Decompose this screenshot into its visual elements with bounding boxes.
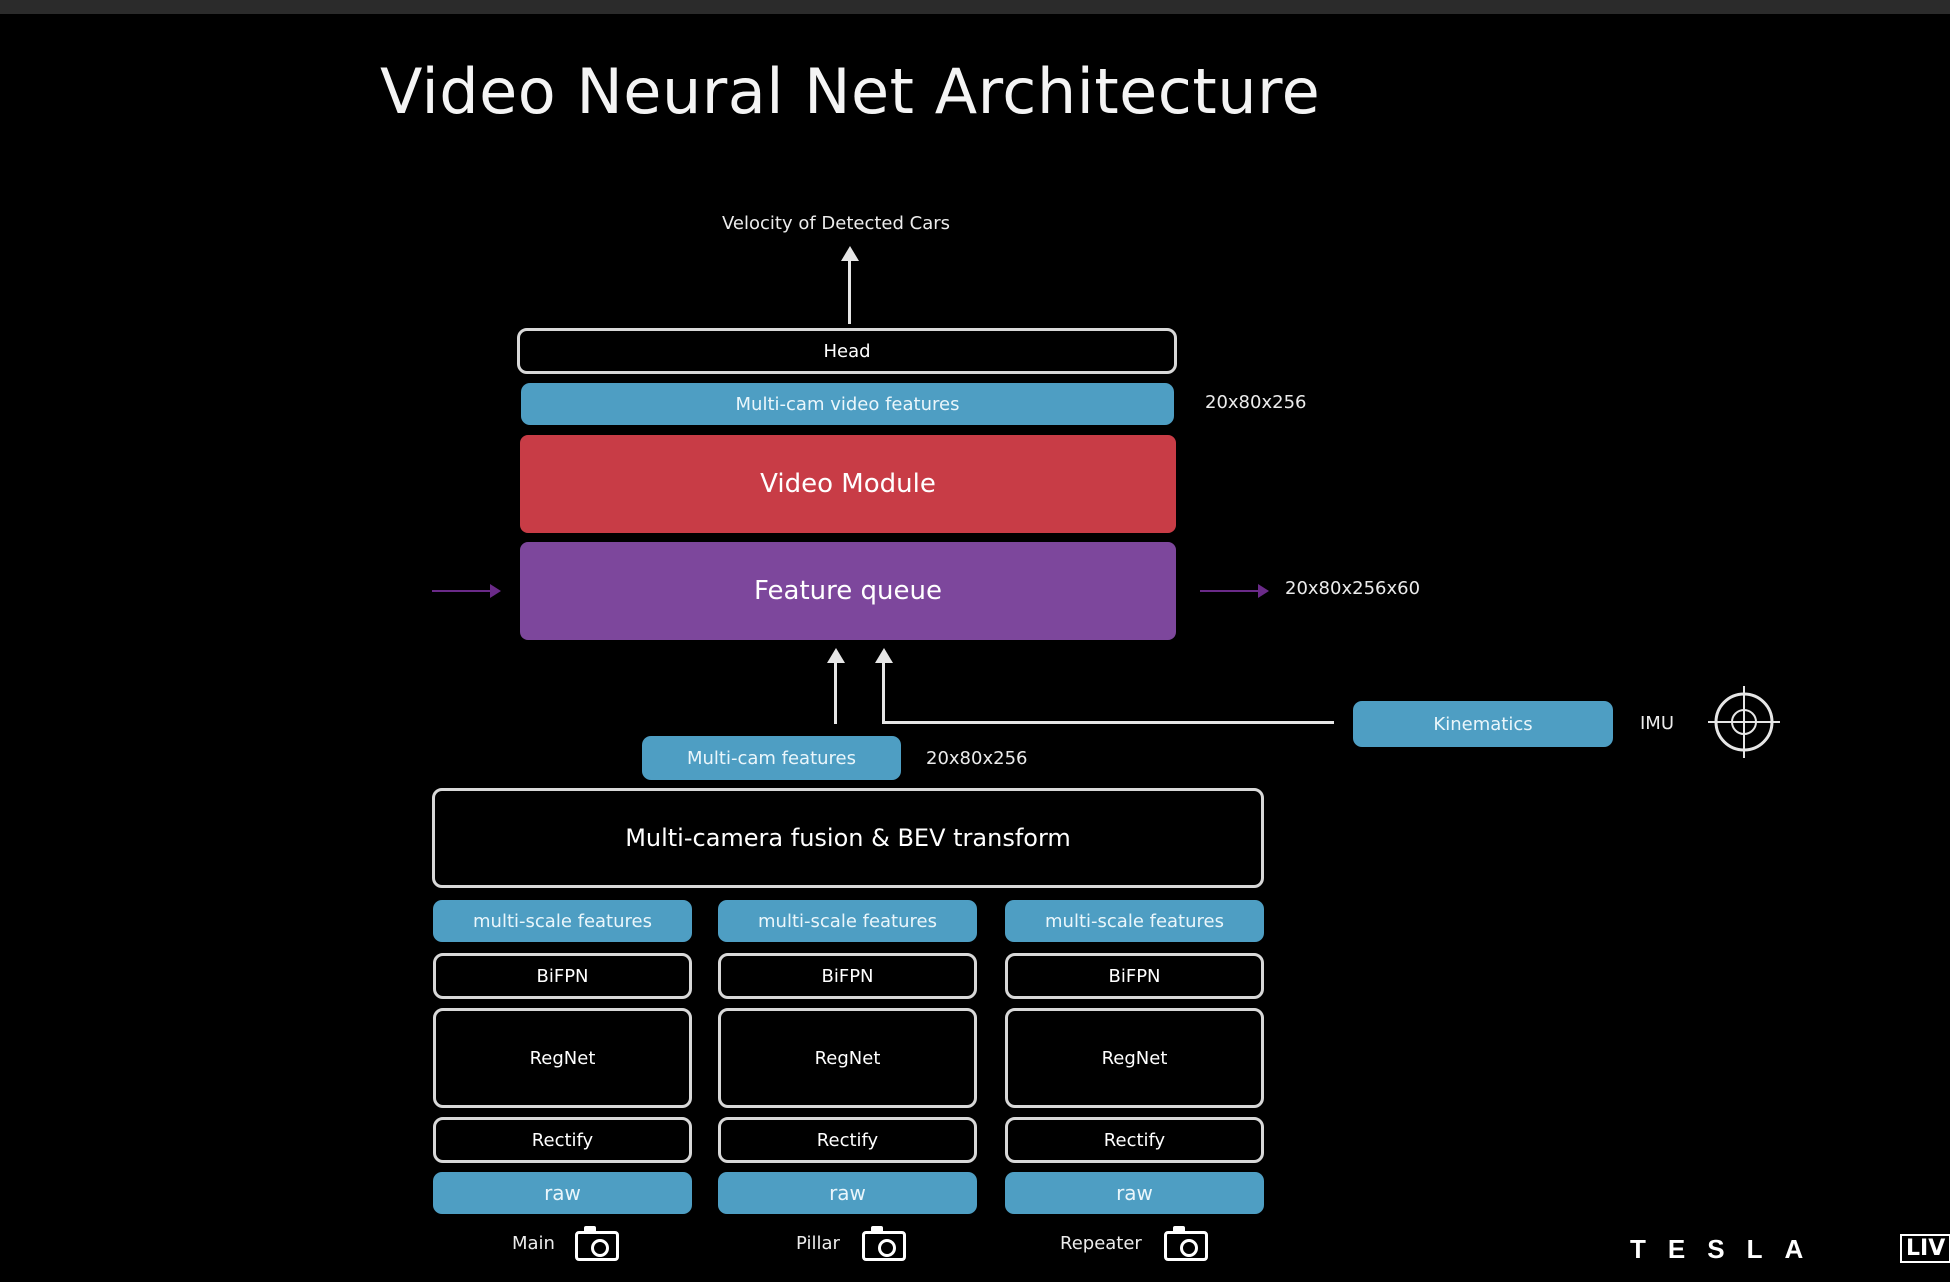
regnet-main: RegNet: [433, 1008, 692, 1108]
rectify-pillar: Rectify: [718, 1117, 977, 1163]
kinematics-connector: [882, 721, 1334, 724]
camera-icon: [1164, 1226, 1208, 1261]
queue-out-arrow-head: [1258, 584, 1269, 598]
output-arrow-shaft: [848, 258, 851, 324]
feature-queue-box: Feature queue: [520, 542, 1176, 640]
multicam-video-features-box: Multi-cam video features: [521, 383, 1174, 425]
live-badge: LIV: [1900, 1234, 1950, 1263]
bifpn-pillar: BiFPN: [718, 953, 977, 999]
queue-out-arrow: [1200, 590, 1262, 592]
features-to-queue-arrow: [834, 660, 837, 724]
page-title: Video Neural Net Architecture: [380, 55, 1321, 128]
kinematics-to-queue-arrow: [882, 660, 885, 724]
tesla-logo: TESLA: [1630, 1234, 1826, 1264]
bifpn-repeater: BiFPN: [1005, 953, 1264, 999]
multiscale-features-pillar: multi-scale features: [718, 900, 977, 942]
output-arrow-head: [841, 246, 859, 261]
camera-label-repeater: Repeater: [1060, 1233, 1142, 1254]
multiscale-features-main: multi-scale features: [433, 900, 692, 942]
kinematics-box: Kinematics: [1353, 701, 1613, 747]
raw-pillar: raw: [718, 1172, 977, 1214]
crosshair-icon: [1708, 686, 1780, 758]
queue-in-arrow-head: [490, 584, 501, 598]
regnet-pillar: RegNet: [718, 1008, 977, 1108]
output-label: Velocity of Detected Cars: [722, 213, 951, 234]
camera-label-main: Main: [512, 1233, 555, 1254]
features-to-queue-arrow-head: [827, 648, 845, 663]
camera-icon: [862, 1226, 906, 1261]
imu-label: IMU: [1640, 713, 1675, 734]
camera-icon: [575, 1226, 619, 1261]
multicam-features-box: Multi-cam features: [642, 736, 901, 780]
fusion-box: Multi-camera fusion & BEV transform: [432, 788, 1264, 888]
regnet-repeater: RegNet: [1005, 1008, 1264, 1108]
top-bar: [0, 0, 1950, 14]
video-module-box: Video Module: [520, 435, 1176, 533]
rectify-main: Rectify: [433, 1117, 692, 1163]
camera-label-pillar: Pillar: [796, 1233, 840, 1254]
feature-queue-dim: 20x80x256x60: [1285, 578, 1421, 599]
rectify-repeater: Rectify: [1005, 1117, 1264, 1163]
head-box: Head: [517, 328, 1177, 374]
raw-repeater: raw: [1005, 1172, 1264, 1214]
kinematics-to-queue-arrow-head: [875, 648, 893, 663]
multiscale-features-repeater: multi-scale features: [1005, 900, 1264, 942]
multicam-features-dim: 20x80x256: [926, 748, 1028, 769]
raw-main: raw: [433, 1172, 692, 1214]
bifpn-main: BiFPN: [433, 953, 692, 999]
multicam-video-features-dim: 20x80x256: [1205, 392, 1307, 413]
queue-in-arrow: [432, 590, 494, 592]
